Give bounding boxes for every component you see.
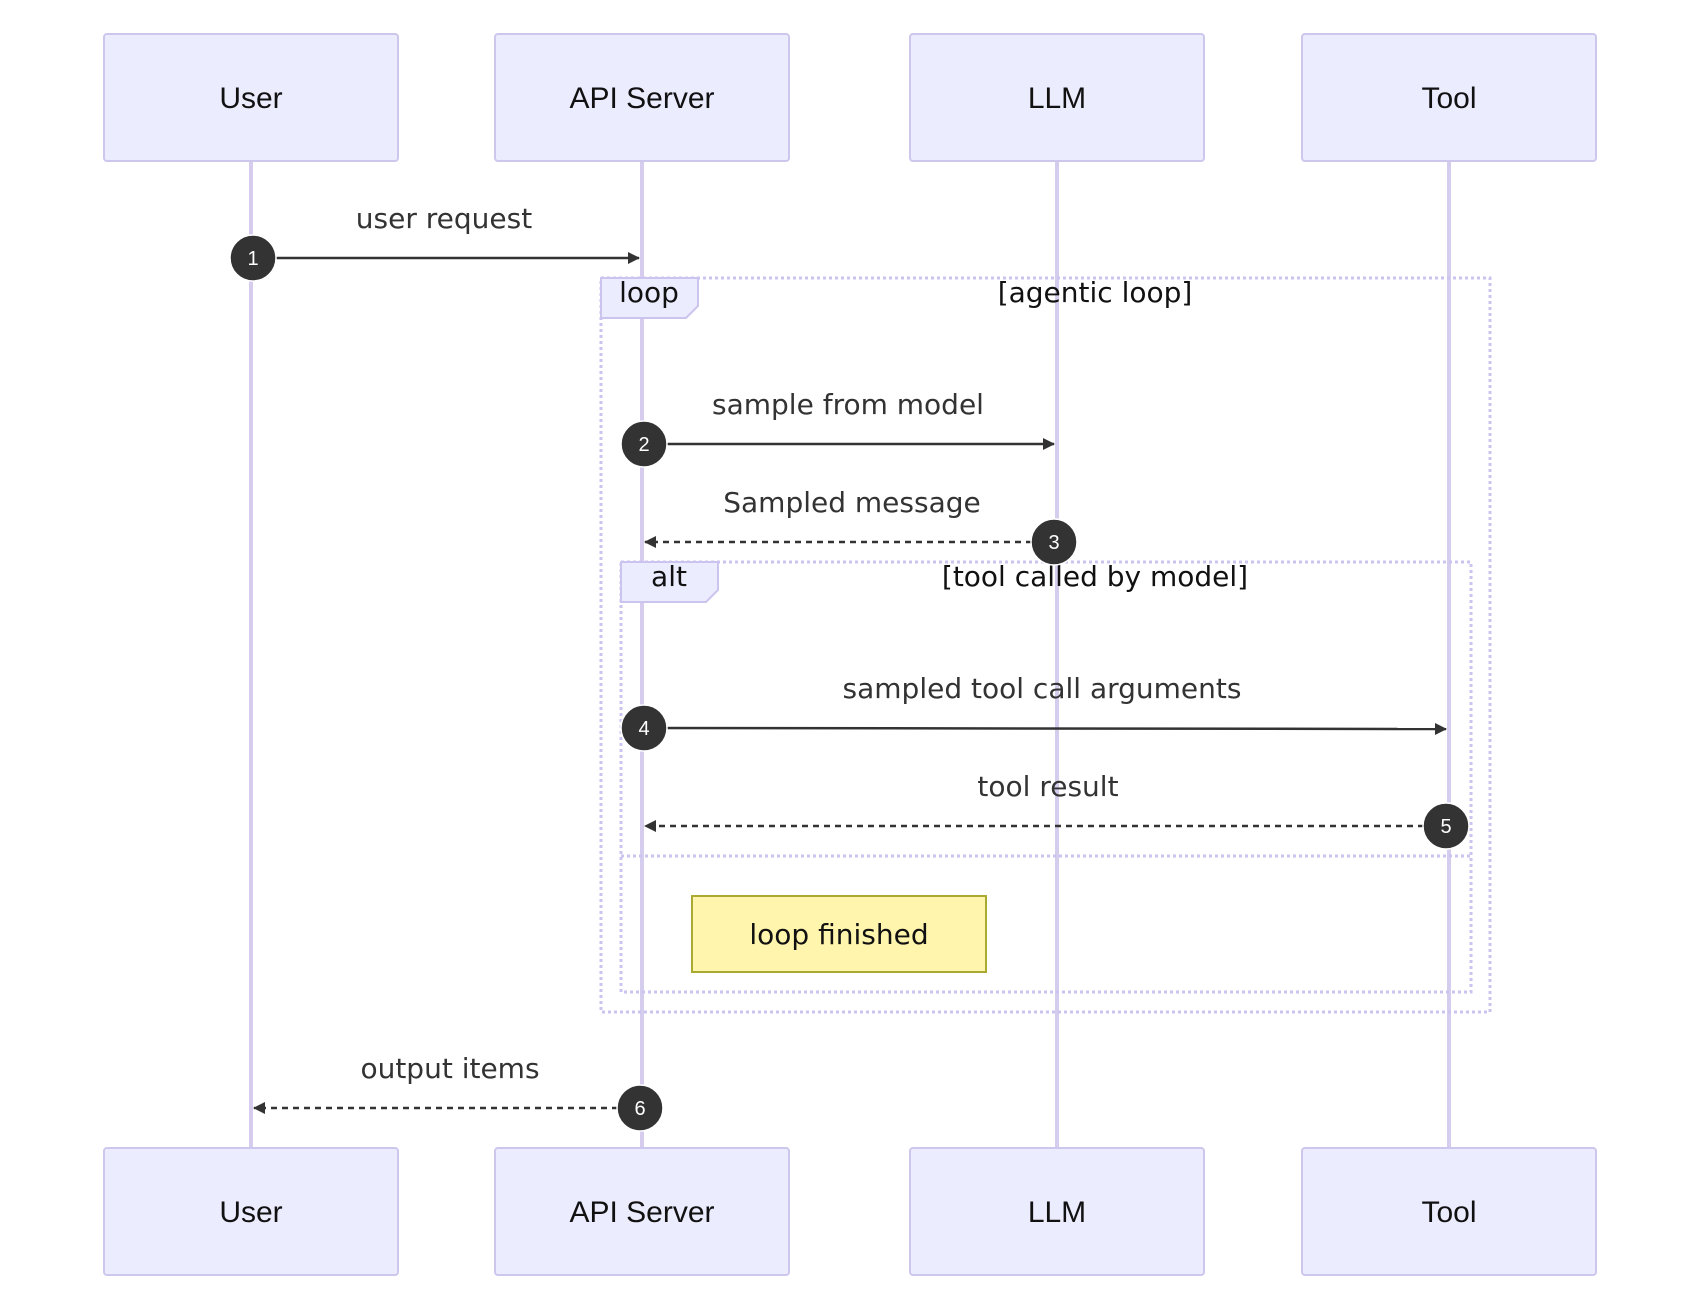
actor-user-top: User [103, 33, 399, 162]
sequence-number: 5 [1440, 816, 1451, 838]
loop-frame-condition: [agentic loop] [998, 276, 1193, 309]
actor-label: Tool [1421, 1196, 1476, 1229]
lifelines [249, 162, 1451, 1150]
message-1: user request 1 [229, 202, 640, 282]
message-2: sample from model 2 [620, 388, 1055, 468]
message-4: sampled tool call arguments 4 [620, 672, 1447, 752]
sequence-number: 6 [634, 1098, 645, 1120]
actor-api-server-top: API Server [494, 33, 790, 162]
actor-label: LLM [1028, 1196, 1086, 1229]
alt-frame-condition: [tool called by model] [942, 560, 1248, 593]
message-label: user request [356, 202, 532, 235]
actors-top: User API Server LLM Tool [103, 33, 1597, 162]
actor-api-server-bottom: API Server [494, 1147, 790, 1276]
alt-frame: alt [tool called by model] [619, 560, 1473, 994]
actors-bottom: User API Server LLM Tool [103, 1147, 1597, 1276]
actor-tool-top: Tool [1301, 33, 1597, 162]
actor-label: Tool [1421, 82, 1476, 115]
actor-tool-bottom: Tool [1301, 1147, 1597, 1276]
message-label: tool result [977, 770, 1118, 803]
note-text: loop finished [749, 918, 928, 951]
actor-label: User [219, 1196, 282, 1229]
loop-frame: loop [agentic loop] [599, 276, 1492, 1014]
sequence-number: 4 [638, 718, 649, 740]
actor-llm-top: LLM [909, 33, 1205, 162]
message-label: Sampled message [723, 486, 981, 519]
message-label: output items [360, 1052, 539, 1085]
sequence-number: 3 [1048, 532, 1059, 554]
message-3: Sampled message 3 [644, 486, 1078, 566]
alt-frame-label: alt [651, 560, 687, 593]
sequence-number: 1 [247, 248, 258, 270]
note: loop finished [691, 895, 987, 973]
message-label: sampled tool call arguments [843, 672, 1242, 705]
actor-label: API Server [569, 82, 714, 115]
sequence-number: 2 [638, 434, 649, 456]
message-label: sample from model [712, 388, 984, 421]
loop-frame-label: loop [619, 276, 679, 309]
message-6: output items 6 [253, 1052, 664, 1132]
actor-llm-bottom: LLM [909, 1147, 1205, 1276]
actor-label: User [219, 82, 282, 115]
message-5: tool result 5 [644, 770, 1470, 850]
actor-label: LLM [1028, 82, 1086, 115]
actor-user-bottom: User [103, 1147, 399, 1276]
actor-label: API Server [569, 1196, 714, 1229]
